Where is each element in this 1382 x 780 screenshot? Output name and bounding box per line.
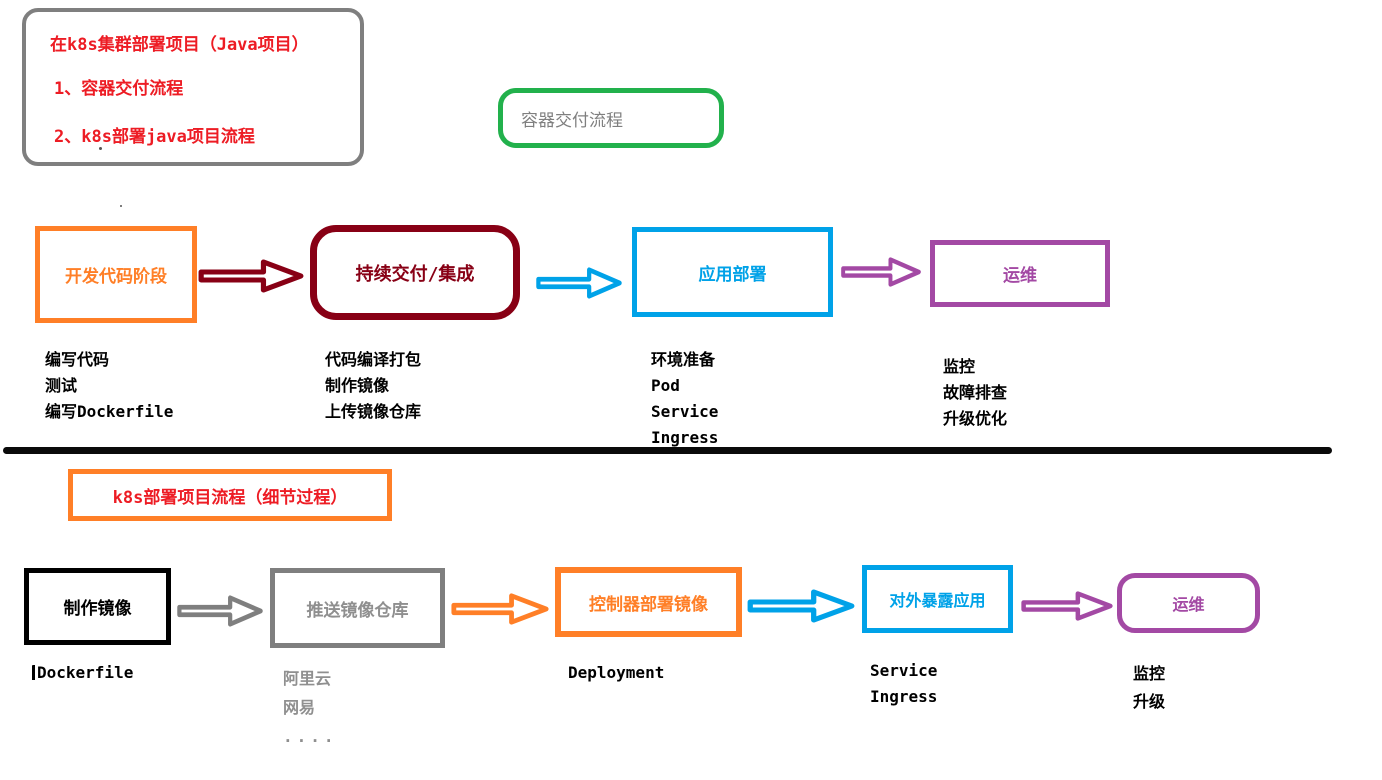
section-divider-line <box>3 447 1332 454</box>
stray-cursor-mark <box>32 665 35 680</box>
flow-arrow-blue <box>747 589 855 623</box>
step-develop-code-box: 开发代码阶段 <box>35 226 197 323</box>
notes-ops2: 监控 升级 <box>1133 660 1165 716</box>
note-line: 故障排查 <box>943 383 1008 402</box>
step-label: 开发代码阶段 <box>65 267 167 287</box>
section2-title: k8s部署项目流程（细节过程） <box>112 487 348 508</box>
note-line: 监控 <box>1133 664 1166 683</box>
step-controller-deploy-box: 控制器部署镜像 <box>555 567 742 637</box>
step-label: 推送镜像仓库 <box>306 600 409 621</box>
step-expose-app-box: 对外暴露应用 <box>862 565 1013 633</box>
note-line: 升级 <box>1133 692 1166 711</box>
step-ops-box: 运维 <box>930 240 1110 307</box>
note-line: Pod <box>651 376 680 395</box>
note-line: Service <box>651 402 719 421</box>
stray-dot <box>99 147 102 150</box>
step-label: 应用部署 <box>698 264 767 285</box>
note-line: 制作镜像 <box>325 376 390 395</box>
note-line: 上传镜像仓库 <box>325 402 422 421</box>
notes-controller-deploy: Deployment <box>568 660 664 686</box>
flow-arrow-orange <box>451 593 549 625</box>
notes-ops: 监控 故障排查 升级优化 <box>943 354 1007 432</box>
intro-box: 在k8s集群部署项目（Java项目） 1、容器交付流程 2、k8s部署java项… <box>22 8 364 166</box>
note-line: Ingress <box>651 428 719 447</box>
step-build-image-box: 制作镜像 <box>24 568 171 645</box>
notes-expose-app: Service Ingress <box>870 658 937 710</box>
step-label: 控制器部署镜像 <box>589 594 708 615</box>
section1-label: 容器交付流程 <box>521 110 623 131</box>
note-line: 监控 <box>943 357 976 376</box>
notes-build-image: Dockerfile <box>32 660 133 686</box>
notes-push-registry: 阿里云 网易 .... <box>283 664 338 751</box>
note-line: .... <box>283 727 338 746</box>
notes-app-deploy: 环境准备 Pod Service Ingress <box>651 347 718 451</box>
notes-ci-cd: 代码编译打包 制作镜像 上传镜像仓库 <box>325 347 421 425</box>
step-label: 对外暴露应用 <box>889 591 986 610</box>
step-label: 制作镜像 <box>63 599 132 619</box>
intro-title: 在k8s集群部署项目（Java项目） <box>50 35 309 55</box>
step-ops2-box: 运维 <box>1117 573 1260 633</box>
flow-arrow-purple <box>841 257 921 287</box>
step-app-deploy-box: 应用部署 <box>632 227 833 317</box>
step-push-registry-box: 推送镜像仓库 <box>270 568 445 648</box>
note-line: 代码编译打包 <box>325 350 422 369</box>
flow-arrow-gray <box>177 595 263 627</box>
note-line: 编写代码 <box>45 350 110 369</box>
note-line: 编写Dockerfile <box>45 402 174 421</box>
note-line: 测试 <box>45 376 78 395</box>
intro-item-1: 1、容器交付流程 <box>54 79 184 99</box>
step-ci-cd-box: 持续交付/集成 <box>310 225 520 320</box>
note-line: 升级优化 <box>943 409 1008 428</box>
note-line: Ingress <box>870 687 938 706</box>
note-line: Deployment <box>568 663 665 682</box>
intro-item-2: 2、k8s部署java项目流程 <box>54 127 255 147</box>
step-label: 运维 <box>1172 595 1205 614</box>
stray-dot <box>120 205 122 207</box>
note-line: 环境准备 <box>651 350 716 369</box>
flow-arrow-blue <box>536 267 622 299</box>
flow-arrow-darkred <box>198 259 304 293</box>
notes-develop-code: 编写代码 测试 编写Dockerfile <box>45 347 173 425</box>
note-line: 阿里云 <box>283 669 332 688</box>
section1-label-box: 容器交付流程 <box>498 88 724 148</box>
section2-title-box: k8s部署项目流程（细节过程） <box>68 469 392 521</box>
step-label: 运维 <box>1003 266 1037 286</box>
note-line: Service <box>870 661 938 680</box>
note-line: 网易 <box>283 698 316 717</box>
flow-arrow-purple <box>1021 591 1113 621</box>
note-text: Dockerfile <box>37 663 134 682</box>
step-label: 持续交付/集成 <box>355 263 475 285</box>
note-line: Dockerfile <box>32 660 133 686</box>
